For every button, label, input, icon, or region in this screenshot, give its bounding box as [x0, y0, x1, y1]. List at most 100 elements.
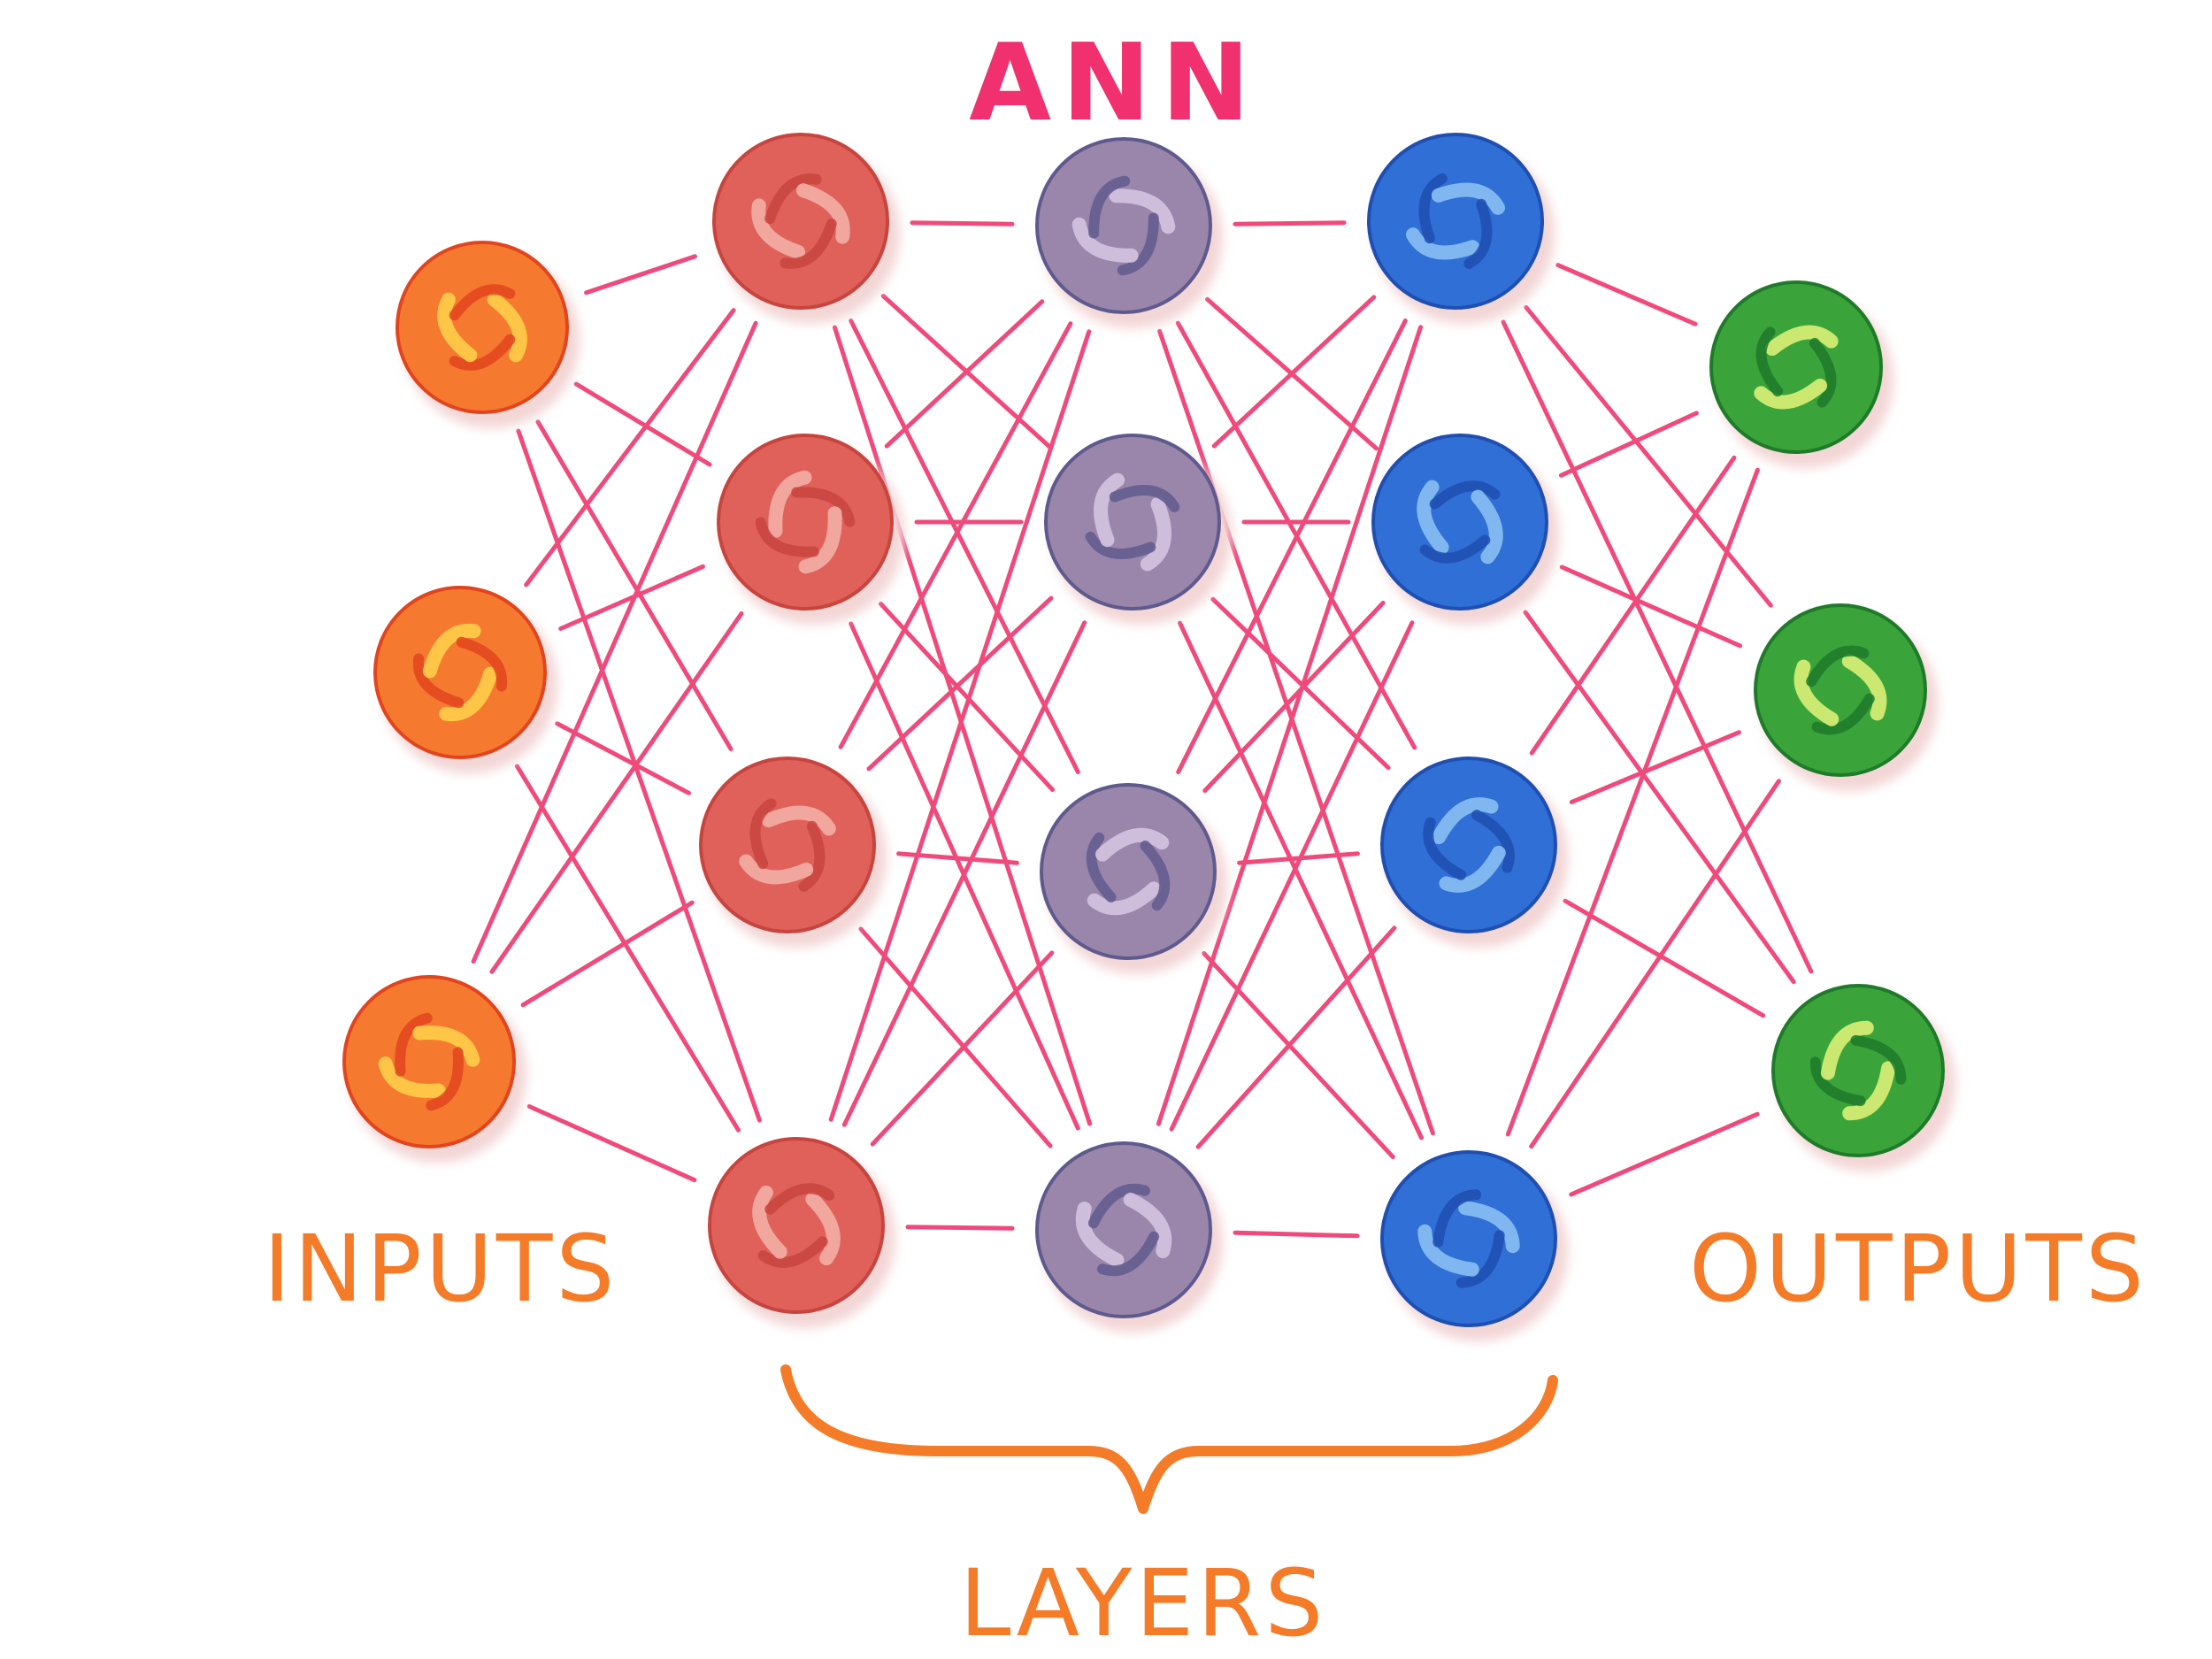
brush-stroke — [1439, 845, 1506, 893]
connection-line — [526, 1104, 697, 1183]
hidden-node — [708, 1137, 895, 1328]
connection-line — [1233, 1230, 1360, 1239]
connection-line — [489, 611, 744, 974]
connection-line — [905, 1225, 1015, 1231]
brush-stroke — [1088, 175, 1131, 239]
brush-stroke — [1429, 480, 1501, 510]
connection-line — [1558, 411, 1699, 478]
brush-stroke — [1455, 1230, 1505, 1288]
diagram-title: ANN — [969, 22, 1261, 145]
node-circle — [1380, 757, 1557, 933]
brush-stroke — [1140, 841, 1171, 911]
hidden-node — [717, 434, 904, 625]
node-circle — [1754, 603, 1927, 777]
brush-stroke — [1419, 534, 1491, 564]
brush-stroke — [1754, 378, 1828, 410]
brush-stroke — [412, 653, 465, 709]
brush-stroke — [1806, 645, 1870, 687]
output-node — [1771, 984, 1955, 1171]
connection-line — [1178, 620, 1424, 1141]
brush-stroke — [798, 820, 826, 892]
hidden-node — [1380, 757, 1568, 948]
brush-stroke — [749, 798, 777, 870]
connection-line — [555, 721, 691, 795]
connection-line — [1529, 455, 1737, 756]
hidden-node — [1044, 434, 1232, 625]
connection-line — [1176, 319, 1408, 774]
connection-line — [1524, 304, 1773, 608]
brush-stroke — [1431, 182, 1505, 215]
connection-line — [520, 900, 695, 1008]
connection-line — [573, 381, 712, 467]
brush-stroke — [1463, 198, 1493, 269]
brush-stroke — [751, 198, 806, 259]
brush-stroke — [422, 623, 481, 679]
brush-stroke — [780, 218, 837, 269]
brush-stroke — [739, 854, 814, 885]
brush-stroke — [412, 1025, 480, 1067]
node-circle — [1367, 133, 1544, 310]
brush-stroke — [768, 470, 812, 538]
brush-stroke — [795, 183, 850, 244]
connection-line — [884, 299, 1045, 449]
brush-stroke — [1432, 1189, 1482, 1248]
node-circle — [712, 133, 889, 310]
brush-stroke — [757, 1236, 828, 1268]
node-circle — [1380, 1150, 1557, 1327]
brush-stroke — [1417, 1224, 1479, 1277]
brush-stroke — [1820, 1020, 1874, 1080]
brush-stroke — [1432, 797, 1499, 845]
input-node — [342, 975, 526, 1163]
connection-line — [1233, 220, 1347, 227]
outputs-label: OUTPUTS — [1689, 1215, 2147, 1323]
node-circle — [1709, 280, 1883, 454]
brush-stroke — [761, 805, 836, 836]
connection-line — [910, 220, 1015, 227]
node-circle — [1371, 434, 1548, 611]
connection-line — [1559, 565, 1743, 649]
brush-stroke — [1140, 496, 1171, 572]
brush-stroke — [1075, 1202, 1125, 1268]
brush-stroke — [1850, 1034, 1907, 1085]
inputs-label: INPUTS — [264, 1215, 618, 1323]
connection-line — [471, 320, 758, 964]
brush-stroke — [1423, 817, 1467, 880]
brush-stroke — [755, 517, 819, 557]
connection-line — [870, 950, 1055, 1147]
hidden-node — [1380, 1150, 1568, 1341]
brush-stroke — [395, 1012, 433, 1077]
brush-stroke — [1095, 827, 1170, 862]
brush-stroke — [1471, 489, 1503, 565]
connection-line — [1505, 467, 1760, 1137]
connection-line — [1523, 610, 1796, 985]
node-circle — [1044, 434, 1221, 611]
brush-stroke — [1458, 1201, 1520, 1254]
connection-line — [516, 428, 762, 1123]
brush-stroke — [805, 1192, 841, 1266]
brush-stroke — [439, 666, 498, 722]
brush-stroke — [426, 1047, 464, 1111]
brush-stroke — [1087, 1183, 1150, 1229]
hidden-node — [712, 133, 900, 324]
connection-line — [838, 321, 1073, 749]
node-circle — [1035, 1141, 1212, 1318]
brush-stroke — [1097, 1231, 1160, 1277]
brush-stroke — [1406, 227, 1480, 260]
connection-line — [841, 620, 1087, 1127]
node-circle — [1040, 783, 1217, 960]
brush-stroke — [1087, 881, 1161, 916]
brush-stroke — [1109, 485, 1180, 513]
brush-stroke — [1418, 173, 1448, 244]
node-circle — [717, 434, 894, 611]
brush-stroke — [1123, 1192, 1172, 1258]
connection-line — [584, 254, 697, 296]
hidden-node — [1035, 137, 1223, 328]
brush-stroke — [1764, 325, 1839, 357]
node-circle — [699, 757, 876, 933]
input-node — [396, 241, 580, 428]
node-circle — [1035, 137, 1212, 314]
connection-line — [558, 564, 705, 631]
layers-label: LAYERS — [960, 1549, 1327, 1657]
connection-line — [1569, 1111, 1760, 1197]
brush-stroke — [449, 284, 516, 321]
